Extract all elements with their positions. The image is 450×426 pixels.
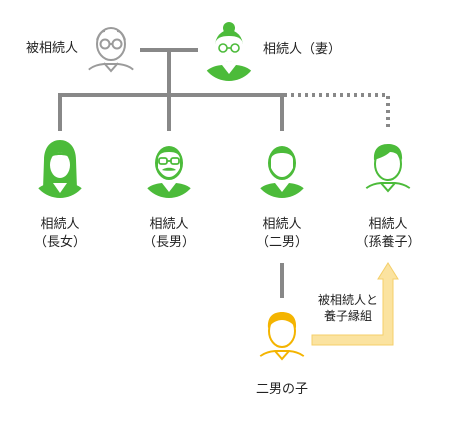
label-line-1: 相続人 — [40, 217, 80, 232]
label-line-2: （二男） — [255, 235, 308, 250]
elderly-man-outline-icon — [82, 27, 140, 80]
adoption-arrow — [311, 262, 399, 346]
note-line-1: 被相続人と — [317, 293, 378, 307]
woman-icon — [32, 140, 88, 198]
connector-lines — [58, 48, 390, 298]
eldest-son-label: 相続人 （長男） — [129, 216, 209, 252]
label-line-2: （孫養子） — [355, 235, 421, 250]
adoption-dotted-line — [284, 93, 390, 130]
wife-label: 相続人（妻） — [263, 42, 342, 57]
man-glasses-mustache-icon — [141, 146, 197, 198]
label-line-2: （長男） — [142, 235, 195, 250]
man-icon — [254, 146, 310, 198]
note-line-2: 養子縁組 — [323, 309, 372, 323]
adopted-grandchild-label: 相続人 （孫養子） — [343, 216, 433, 252]
label-line-1: 相続人 — [262, 217, 302, 232]
label-line-1: 相続人 — [368, 217, 408, 232]
boy-icon — [253, 312, 311, 366]
young-man-outline-icon — [359, 144, 417, 198]
deceased-label: 被相続人 — [26, 41, 79, 56]
second-son-label: 相続人 （二男） — [242, 216, 322, 252]
second-son-child-label: 二男の子 — [255, 382, 308, 397]
adoption-note: 被相続人と 養子縁組 — [312, 292, 384, 324]
label-line-1: 相続人 — [149, 217, 189, 232]
eldest-daughter-label: 相続人 （長女） — [20, 216, 100, 252]
elderly-woman-icon — [201, 22, 257, 81]
label-line-2: （長女） — [33, 235, 86, 250]
